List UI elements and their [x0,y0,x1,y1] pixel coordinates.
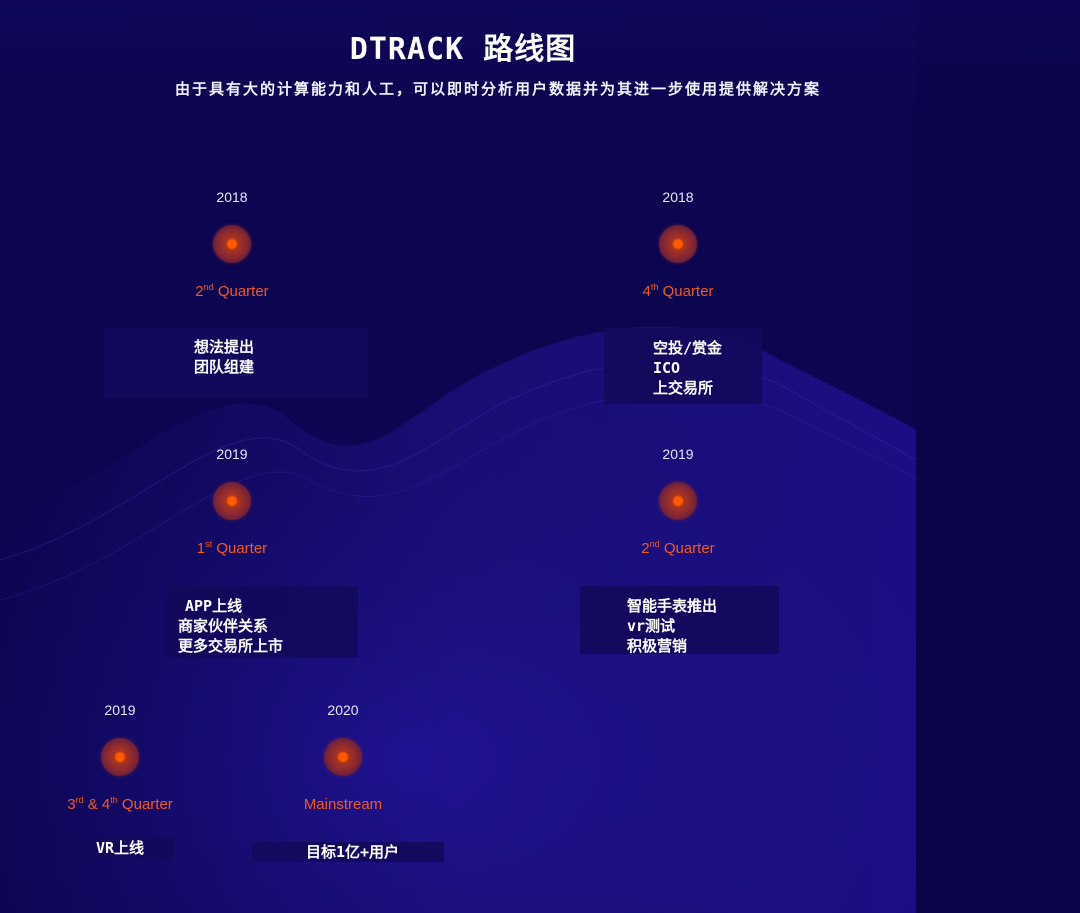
milestone-quarter: 2nd Quarter [195,282,269,301]
milestone-year: 2020 [327,702,359,718]
list-item: 智能手表推出 [627,597,718,615]
milestone-year: 2019 [104,702,136,718]
list-item: APP上线 [185,597,243,615]
milestone-year: 2019 [662,446,694,462]
milestone-year: 2019 [216,446,248,462]
milestone-quarter: Mainstream [303,796,383,813]
milestone-items: APP上线 商家伙伴关系 更多交易所上市 [166,586,358,658]
timeline-dot-icon [659,225,697,263]
list-item: 空投/赏金 [653,339,723,357]
timeline-dot-icon [324,738,362,776]
timeline-dot-icon [213,225,251,263]
milestone-year: 2018 [662,189,694,205]
timeline-dot-icon [659,482,697,520]
list-item: 更多交易所上市 [178,637,284,655]
page-subtitle: 由于具有大的计算能力和人工，可以即时分析用户数据并为其进一步使用提供解决方案 [174,80,821,98]
timeline-dot-icon [213,482,251,520]
milestone-quarter: 4th Quarter [642,282,714,301]
milestone-quarter: 2nd Quarter [641,539,715,558]
list-item: 积极营销 [627,637,688,655]
list-item: 目标1亿+用户 [306,843,400,861]
milestone-year: 2018 [216,189,248,205]
milestone-items: 想法提出 团队组建 [104,328,368,398]
list-item: 上交易所 [653,379,714,397]
milestone-items: VR上线 [65,838,174,860]
milestone-quarter: 1st Quarter [196,539,268,558]
timeline-dot-icon [101,738,139,776]
milestone-items: 目标1亿+用户 [252,842,444,862]
milestone-items: 智能手表推出 vr测试 积极营销 [580,586,779,655]
list-item: vr测试 [627,617,676,635]
list-item: VR上线 [96,839,145,857]
list-item: 商家伙伴关系 [178,617,269,635]
list-item: 团队组建 [194,358,255,376]
list-item: ICO [653,359,681,377]
page-title: DTRACK 路线图 [349,32,577,67]
milestone-items: 空投/赏金 ICO 上交易所 [604,328,762,404]
milestone-quarter: 3rd & 4th Quarter [67,795,173,814]
list-item: 想法提出 [194,338,255,356]
